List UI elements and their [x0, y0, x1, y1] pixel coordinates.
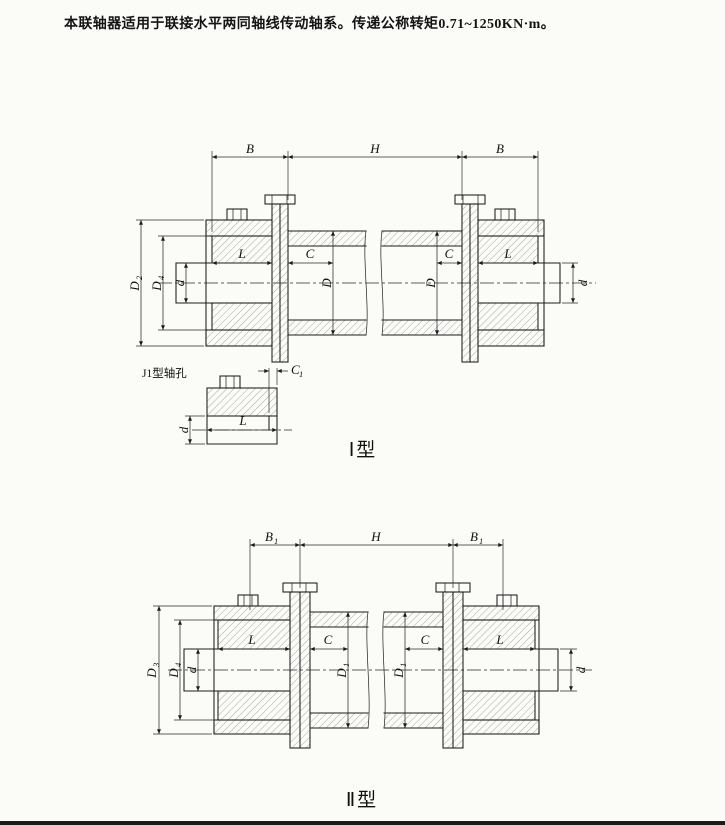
dim-label-d-right: d	[575, 279, 590, 286]
type1-dimensions: B H B D 2 D 4 d d	[127, 141, 590, 347]
dim-label-D2-main: D	[127, 281, 142, 292]
dim-label-detail-d: d	[176, 426, 191, 433]
dim-label-B-right: B	[496, 141, 504, 156]
dim-label-L-left: L	[247, 632, 255, 647]
dim-label-C-left: C	[306, 246, 315, 261]
dim-label-L-left: L	[237, 246, 245, 261]
tube-walls	[309, 611, 444, 729]
left-flange-bolt	[264, 194, 296, 205]
break-lines	[366, 611, 386, 729]
type2-diagram: B 1 H B 1 D 3 D 4 d d	[144, 529, 592, 811]
dim-label-D4: D 4	[149, 275, 166, 292]
dim-label-D4-main: D	[149, 281, 164, 292]
left-flange-bolt-lines	[271, 195, 288, 204]
type1-left-half-coupling	[175, 194, 296, 363]
svg-text:D: D	[423, 278, 438, 289]
dim-label-C-left: C	[324, 632, 333, 647]
left-hub-section	[217, 690, 291, 721]
dim-label-L-right: L	[503, 246, 511, 261]
left-sleeve-section	[205, 219, 273, 237]
left-hub-section	[211, 302, 273, 331]
svg-text:D: D	[166, 668, 181, 679]
dim-label-d-left: d	[184, 666, 199, 673]
dim-label-D2: D 2	[127, 275, 144, 292]
type1-diagram: B H B D 2 D 4 d d	[127, 141, 596, 461]
right-hub-section	[477, 235, 539, 264]
dim-label-D1-left: D 1	[334, 663, 351, 679]
svg-text:D: D	[144, 668, 159, 679]
dim-label-B1-left-main: B	[265, 529, 273, 544]
dim-label-H: H	[370, 529, 381, 544]
dim-label-d-right: d	[573, 666, 588, 673]
right-sleeve-section	[477, 219, 545, 237]
grease-plug-lines	[232, 209, 242, 220]
type2-left-half-coupling	[183, 582, 318, 749]
svg-text:4: 4	[173, 662, 183, 667]
svg-text:d: d	[172, 279, 187, 286]
detail-hub-section	[206, 387, 278, 417]
break-lines	[364, 230, 384, 336]
detail-boss	[219, 375, 241, 389]
left-sleeve-section	[213, 605, 291, 621]
grease-plug	[226, 208, 248, 221]
right-hub-section	[462, 690, 536, 721]
dim-label-C-right: C	[421, 632, 430, 647]
svg-text:3: 3	[151, 663, 161, 668]
dim-label-B1-left-sub: 1	[274, 536, 278, 546]
right-sleeve-section	[477, 329, 545, 347]
dim-label-C1-sub: 1	[299, 369, 303, 379]
left-shaft	[183, 648, 219, 692]
type1-caption: Ⅰ型	[349, 439, 378, 461]
page-bottom-edge	[0, 821, 725, 825]
type2-dimensions: B 1 H B 1 D 3 D 4 d d	[144, 529, 588, 735]
svg-text:d: d	[176, 426, 191, 433]
dim-label-D-right: D	[423, 278, 438, 289]
type1-right-half-coupling	[454, 194, 561, 363]
right-sleeve-section	[462, 719, 540, 735]
right-shaft	[534, 648, 559, 692]
dim-label-B-left: B	[246, 141, 254, 156]
dim-label-D3: D 3	[144, 663, 161, 679]
dim-label-d-left: d	[172, 279, 187, 286]
right-flange-bolt	[454, 194, 486, 205]
dim-label-H: H	[369, 141, 380, 156]
type2-intermediate-sleeve	[309, 611, 444, 729]
dim-label-D4: D 4	[166, 662, 183, 679]
right-hub-section	[477, 302, 539, 331]
right-shaft	[537, 262, 561, 304]
dim-label-L-right: L	[495, 632, 503, 647]
dim-label-detail-L: L	[238, 413, 246, 428]
dim-label-D4-sub: 4	[156, 275, 166, 280]
dim-label-C1-main: C	[291, 362, 300, 377]
svg-text:d: d	[184, 666, 199, 673]
type2-caption: Ⅱ型	[346, 789, 378, 811]
j1-detail-title: J1型轴孔	[142, 366, 187, 380]
svg-text:d: d	[575, 279, 590, 286]
dim-label-B1-right-main: B	[470, 529, 478, 544]
type1-intermediate-sleeve	[287, 230, 463, 336]
grease-plug	[494, 208, 516, 221]
dim-label-B1-right-sub: 1	[479, 536, 483, 546]
right-sleeve-section	[462, 605, 540, 621]
svg-text:1: 1	[341, 663, 351, 667]
svg-text:1: 1	[398, 663, 408, 667]
left-sleeve-section	[213, 719, 291, 735]
svg-text:d: d	[573, 666, 588, 673]
intro-text: 本联轴器适用于联接水平两同轴线传动轴系。传递公称转矩0.71~1250KN·m。	[64, 17, 556, 32]
type2-right-half-coupling	[435, 582, 559, 749]
tube-walls	[287, 230, 463, 336]
grease-plug	[237, 594, 259, 607]
dim-label-D-left: D	[319, 278, 334, 289]
svg-text:D: D	[391, 668, 406, 679]
dim-label-C-right: C	[445, 246, 454, 261]
dim-label-D1-right: D 1	[391, 663, 408, 679]
left-sleeve-section	[205, 329, 273, 347]
svg-text:D: D	[319, 278, 334, 289]
dim-label-D2-sub: 2	[134, 275, 144, 280]
svg-text:D: D	[334, 668, 349, 679]
type1-j1-bore-detail: J1型轴孔 C 1 d L	[142, 362, 303, 445]
grease-plug	[496, 594, 518, 607]
